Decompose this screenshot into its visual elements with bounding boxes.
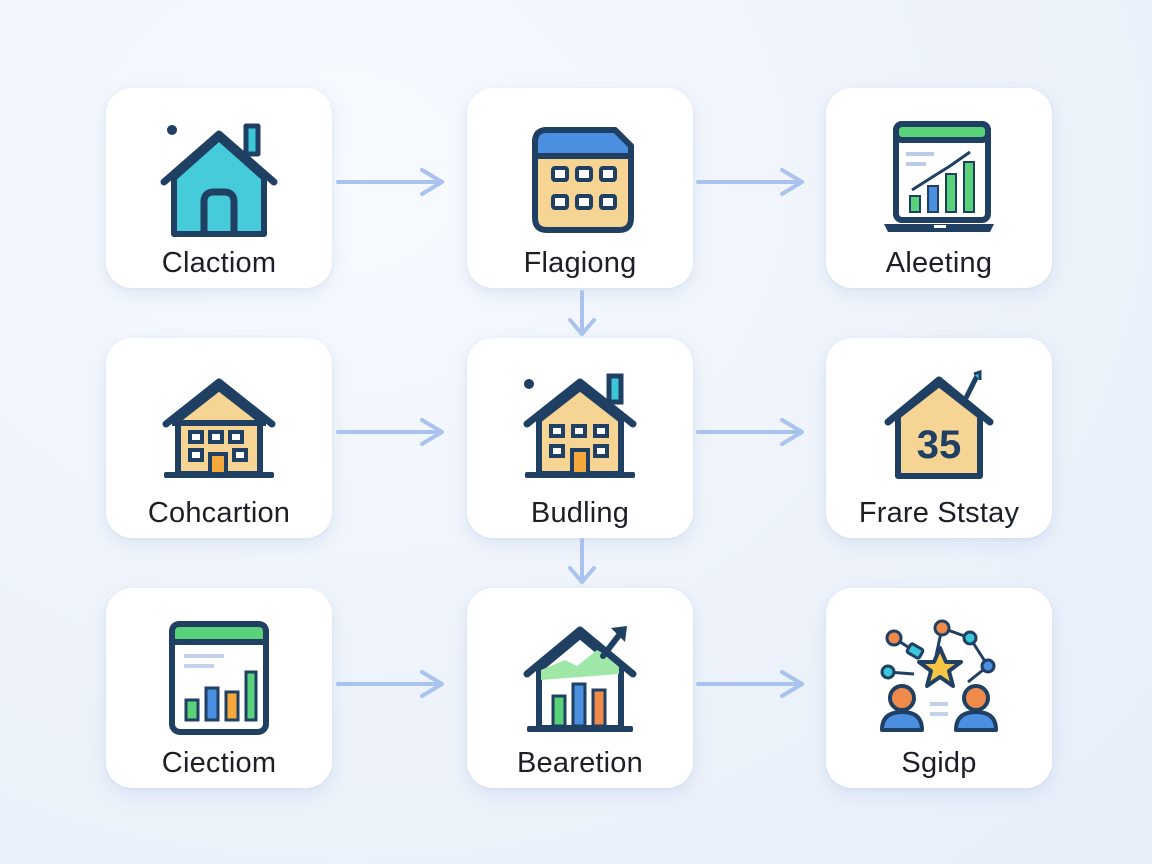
node-r3c2[interactable]: Bearetion: [467, 588, 693, 788]
arrow-r2c1-to-r2c2: [336, 416, 448, 448]
house-icon: [154, 116, 284, 246]
node-label: Cohcartion: [147, 497, 291, 529]
node-label: Bearetion: [517, 747, 643, 779]
arrow-r2c2-to-r2c3: [696, 416, 808, 448]
node-label: Ciectiom: [161, 747, 277, 779]
arrow-r3c1-to-r3c2: [336, 668, 448, 700]
node-label: Budling: [530, 497, 630, 529]
house-growth-chart-icon: [515, 616, 645, 746]
house-number-icon: 35: [874, 366, 1004, 496]
laptop-chart-icon: [874, 116, 1004, 246]
people-network-star-icon: [874, 616, 1004, 746]
node-r3c3[interactable]: Sgidp: [826, 588, 1052, 788]
node-r1c3[interactable]: Aleeting: [826, 88, 1052, 288]
calendar-icon: [515, 116, 645, 246]
node-r2c2[interactable]: Budling: [467, 338, 693, 538]
arrow-r3c2-to-r3c3: [696, 668, 808, 700]
node-label: Clactiom: [161, 247, 277, 279]
node-label: Flagiong: [523, 247, 637, 279]
building-icon: [154, 366, 284, 496]
bar-chart-window-icon: [154, 616, 284, 746]
node-r2c3[interactable]: 35 Frare Ststay: [826, 338, 1052, 538]
node-r1c2[interactable]: Flagiong: [467, 88, 693, 288]
node-label: Sgidp: [901, 747, 977, 779]
arrow-r1c2-to-r1c3: [696, 166, 808, 198]
node-label: Frare Ststay: [858, 497, 1020, 529]
arrow-r1c2-to-r2c2: [564, 290, 600, 340]
node-label: Aleeting: [885, 247, 993, 279]
arrow-r1c1-to-r1c2: [336, 166, 448, 198]
arrow-r2c2-to-r3c2: [564, 538, 600, 588]
house-number-badge: 35: [917, 423, 962, 467]
node-r3c1[interactable]: Ciectiom: [106, 588, 332, 788]
node-r2c1[interactable]: Cohcartion: [106, 338, 332, 538]
house-building-icon: [515, 366, 645, 496]
node-r1c1[interactable]: Clactiom: [106, 88, 332, 288]
